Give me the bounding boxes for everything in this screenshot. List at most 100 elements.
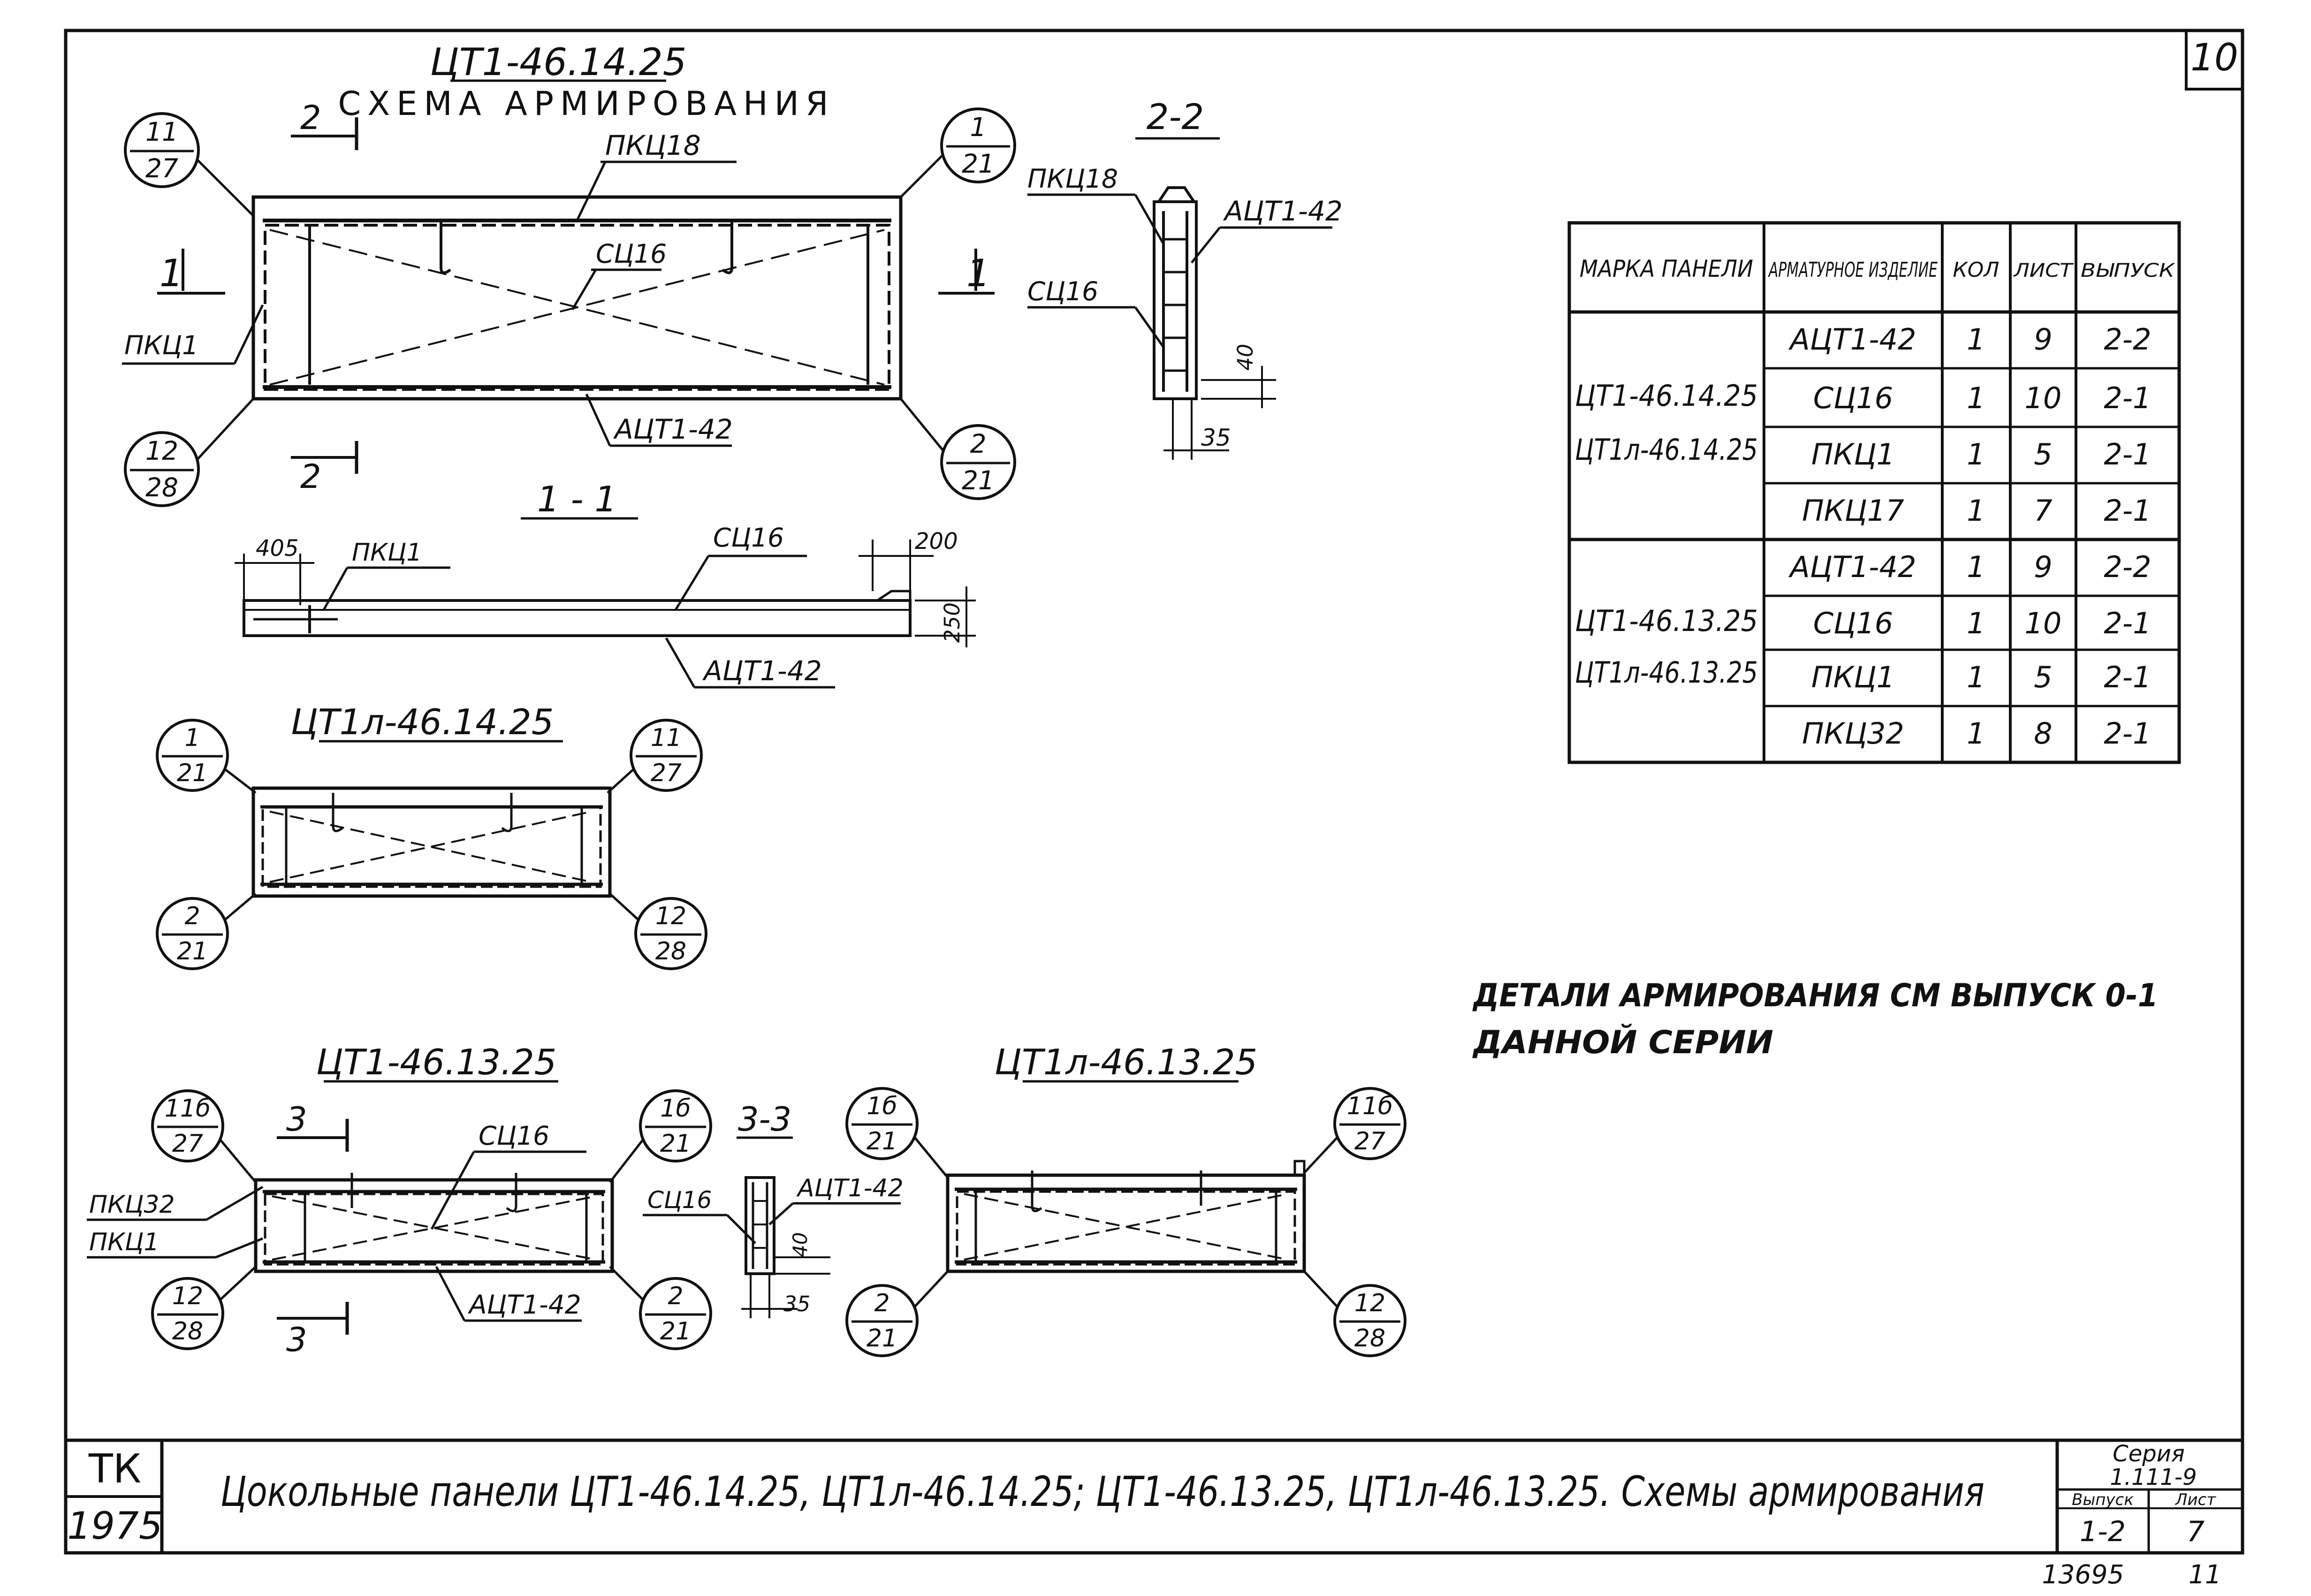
- section-2-2-label-acz: АЦТ1-42: [1223, 195, 1343, 227]
- svg-text:АЦТ1-42: АЦТ1-42: [1788, 550, 1916, 584]
- svg-text:2: 2: [970, 429, 987, 459]
- section-3-3-title: 3-3: [738, 1100, 791, 1139]
- section-3-3: 3-3 СЦ16 АЦТ1-42 40 35: [643, 1100, 904, 1318]
- svg-text:СЦ16: СЦ16: [1813, 381, 1893, 415]
- bubble-tr: 1 21: [900, 107, 1016, 198]
- svg-text:12: 12: [655, 902, 686, 930]
- cut1-right-label: 1: [966, 251, 990, 295]
- svg-text:10: 10: [2025, 606, 2062, 640]
- bubble-bl: 12 28: [124, 398, 254, 507]
- svg-text:21: 21: [660, 1317, 691, 1345]
- leader-sc16-arrow: [571, 269, 597, 311]
- org-year: 1975: [67, 1504, 163, 1548]
- g1-panel-2: ЦТ1л-46.14.25: [1575, 433, 1758, 467]
- section-2-2-title: 2-2: [1147, 96, 1204, 137]
- section-1-1-label-pkc1: ПКЦ1: [352, 539, 422, 567]
- panel-outline: [251, 195, 903, 401]
- svg-text:2-1: 2-1: [2104, 716, 2151, 751]
- section-3-3-label-acz: АЦТ1-42: [796, 1174, 904, 1202]
- section-2-2-cap: [1157, 186, 1195, 203]
- br-bubble-tl: 1б 21: [845, 1087, 949, 1178]
- leader-pkc1-arrow: [233, 304, 264, 365]
- svg-text:21: 21: [962, 465, 995, 495]
- issue-value: 1-2: [2080, 1515, 2126, 1548]
- issue-label: Выпуск: [2072, 1490, 2134, 1509]
- svg-text:7: 7: [2034, 494, 2052, 528]
- svg-text:1: 1: [1967, 660, 1985, 694]
- hdr-sheet: ЛИСТ: [2013, 260, 2074, 281]
- section-3-3-label-sc16: СЦ16: [647, 1186, 712, 1214]
- section-2-2: 2-2 ПКЦ18 АЦТ1-42 СЦ16 40 35: [1027, 96, 1343, 460]
- svg-text:5: 5: [2034, 660, 2052, 694]
- bl-bubble-br: 2 21: [609, 1266, 712, 1350]
- top-main-title: ЦТ1-46.14.25: [430, 40, 687, 84]
- bottom-left-title: ЦТ1-46.13.25: [316, 1041, 557, 1083]
- svg-text:8: 8: [2034, 716, 2052, 751]
- svg-text:5: 5: [2034, 437, 2052, 471]
- section-1-1: 1 - 1 405 ПКЦ1 СЦ16 200 250 АЦТ1-42: [235, 479, 976, 689]
- footer-code: 13695: [2042, 1559, 2124, 1589]
- svg-text:11: 11: [145, 117, 178, 147]
- g2-panel-2: ЦТ1л-46.13.25: [1575, 655, 1758, 690]
- section-1-1-dim-405: 405: [256, 535, 299, 562]
- svg-text:21: 21: [867, 1324, 897, 1353]
- svg-text:21: 21: [177, 937, 208, 965]
- note-line-2: ДАННОЙ СЕРИИ: [1472, 1024, 1773, 1061]
- label-pkc18: ПКЦ18: [605, 129, 701, 161]
- section-2-2-dim-35: 35: [1201, 424, 1231, 451]
- hdr-panel: МАРКА ПАНЕЛИ: [1580, 255, 1753, 282]
- bl-bubble-tr: 1б 21: [609, 1089, 712, 1183]
- bottom-left-plan: ЦТ1-46.13.25 3 3 СЦ16 ПКЦ32 ПКЦ1 АЦТ1-42: [87, 1041, 712, 1359]
- svg-text:11б: 11б: [165, 1094, 211, 1123]
- title-block: ТК 1975 Цокольные панели ЦТ1-46.14.25, Ц…: [66, 1438, 2243, 1553]
- svg-text:ПКЦ1: ПКЦ1: [1811, 437, 1895, 471]
- label-sc16: СЦ16: [596, 239, 667, 269]
- svg-text:28: 28: [172, 1317, 203, 1345]
- label-pkc1: ПКЦ1: [124, 330, 198, 360]
- cut3-top-label: 3: [286, 1100, 307, 1139]
- svg-text:2: 2: [668, 1282, 683, 1310]
- svg-text:1: 1: [1967, 550, 1985, 584]
- svg-text:21: 21: [867, 1127, 897, 1155]
- hook-left: [440, 220, 451, 274]
- section-2-2-label-sc16: СЦ16: [1027, 276, 1098, 306]
- svg-text:21: 21: [177, 759, 208, 787]
- cut1-left-label: 1: [160, 251, 183, 295]
- svg-text:28: 28: [1354, 1324, 1385, 1353]
- g1-panel-1: ЦТ1-46.14.25: [1575, 379, 1758, 413]
- section-1-1-title: 1 - 1: [537, 479, 617, 520]
- bl-label-acz: АЦТ1-42: [468, 1290, 581, 1320]
- svg-text:2-2: 2-2: [2104, 550, 2151, 584]
- series-label: Серия: [2113, 1441, 2185, 1467]
- section-3-3-dim-35: 35: [783, 1292, 810, 1316]
- label-acz: АЦТ1-42: [613, 413, 733, 445]
- svg-text:10: 10: [2025, 381, 2062, 415]
- svg-text:21: 21: [962, 149, 995, 179]
- svg-text:11б: 11б: [1347, 1092, 1393, 1120]
- svg-text:2-1: 2-1: [2104, 494, 2151, 528]
- svg-text:12: 12: [145, 436, 178, 466]
- svg-text:28: 28: [655, 937, 686, 965]
- svg-text:ПКЦ1: ПКЦ1: [1811, 660, 1895, 694]
- svg-text:1: 1: [1967, 437, 1985, 471]
- svg-text:2-1: 2-1: [2104, 606, 2151, 640]
- section-2-2-dim-40: 40: [1233, 344, 1258, 371]
- org-code: ТК: [88, 1446, 141, 1492]
- bubble-tl: 11 27: [124, 112, 254, 217]
- leader-pkc18-arrow: [576, 161, 607, 221]
- svg-text:АЦТ1-42: АЦТ1-42: [1788, 322, 1916, 357]
- br-bubble-tr: 11б 27: [1303, 1087, 1406, 1174]
- svg-text:9: 9: [2034, 322, 2052, 357]
- bottom-right-title: ЦТ1л-46.13.25: [995, 1041, 1258, 1083]
- svg-text:1б: 1б: [660, 1094, 691, 1123]
- svg-text:28: 28: [145, 472, 178, 502]
- series-value: 1.111-9: [2110, 1464, 2197, 1490]
- svg-text:12: 12: [1354, 1289, 1385, 1317]
- g2-panel-1: ЦТ1-46.13.25: [1575, 604, 1758, 638]
- sheet-label: Лист: [2174, 1490, 2216, 1509]
- svg-text:11: 11: [651, 724, 682, 752]
- section-1-1-body: [243, 599, 912, 637]
- svg-text:2: 2: [184, 902, 200, 930]
- mid-bubble-bl: 2 21: [156, 893, 257, 970]
